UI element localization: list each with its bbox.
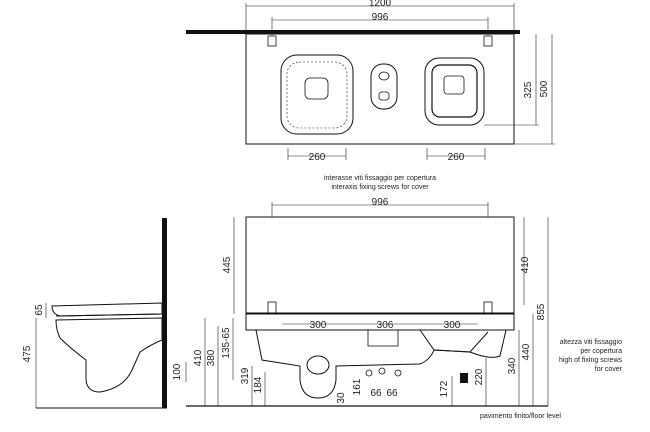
top-bowl-right-inner [431, 64, 478, 118]
top-bowl-right-drain [443, 75, 465, 95]
front-view: 996 445 410 855 300 306 300 410 380 135-… [172, 197, 623, 420]
dim-220: 220 [474, 368, 485, 385]
dim-325: 325 [523, 81, 534, 98]
top-control [370, 63, 398, 110]
dim-300-left: 300 [310, 320, 327, 331]
dim-66-a: 66 [370, 388, 382, 399]
side-view: 65 475 [22, 218, 167, 409]
note-screws-line-2: per copertura [580, 348, 622, 355]
dim-100: 100 [172, 363, 183, 380]
note-screws-line-1: altezza viti fissaggio [560, 339, 622, 346]
dim-30: 30 [336, 392, 347, 404]
dim-65: 65 [34, 304, 45, 316]
front-screw-right [483, 301, 493, 314]
front-connector-c [394, 369, 402, 377]
dim-410-left: 410 [193, 349, 204, 366]
front-drain-right [460, 373, 468, 383]
dim-260-right: 260 [448, 152, 465, 163]
front-control-plate [367, 329, 399, 347]
front-connector-a [365, 369, 373, 377]
note-interaxis-it: interasse viti fissaggio per copertura [324, 175, 436, 182]
dim-440: 440 [521, 343, 532, 360]
front-bowl-outlet [306, 355, 330, 375]
floor-level-label: pavimento finito/floor level [480, 413, 561, 420]
front-cover [245, 216, 515, 314]
top-wall [186, 30, 520, 34]
top-screw-right [483, 35, 493, 47]
top-bowl-left-drain [304, 77, 329, 100]
dim-445: 445 [222, 256, 233, 273]
dim-380: 380 [206, 349, 217, 366]
side-wall [162, 218, 167, 408]
dim-135-65: 135-65 [221, 327, 232, 359]
dim-1200: 1200 [369, 0, 392, 9]
top-screw-left [267, 35, 277, 47]
dim-161: 161 [352, 378, 363, 395]
dim-996-top: 996 [372, 12, 389, 23]
top-bowl-left-inner [286, 61, 348, 129]
front-basin-body [255, 329, 507, 399]
dim-855: 855 [536, 303, 547, 320]
front-right-bowl [419, 329, 489, 353]
dim-260-left: 260 [309, 152, 326, 163]
note-interaxis-en: interaxis fixing screws for cover [331, 184, 429, 191]
dim-300-right: 300 [444, 320, 461, 331]
dim-410-right: 410 [520, 256, 531, 273]
dim-500: 500 [539, 80, 550, 97]
side-bowl [55, 317, 163, 393]
dim-66-b: 66 [386, 388, 398, 399]
dim-996-front: 996 [372, 197, 389, 208]
dim-340: 340 [507, 357, 518, 374]
top-view: 1200 996 500 325 260 260 interasse viti … [186, 0, 555, 191]
dim-172: 172 [439, 380, 450, 397]
note-screws-line-4: for cover [595, 366, 623, 373]
dim-319: 319 [240, 367, 251, 384]
dim-184: 184 [253, 376, 264, 393]
top-body-outline [245, 33, 515, 145]
top-bowl-right [424, 57, 485, 126]
front-basin-slab [245, 313, 515, 331]
dim-306: 306 [377, 320, 394, 331]
front-screw-left [267, 301, 277, 314]
front-connector-b [378, 367, 386, 375]
top-control-button-a [378, 71, 390, 81]
top-bowl-left [280, 54, 354, 135]
side-seat-line [55, 313, 163, 317]
note-screws-line-3: high of fixing screws [559, 357, 623, 364]
top-control-button-b [378, 91, 390, 101]
dim-475: 475 [22, 345, 33, 362]
